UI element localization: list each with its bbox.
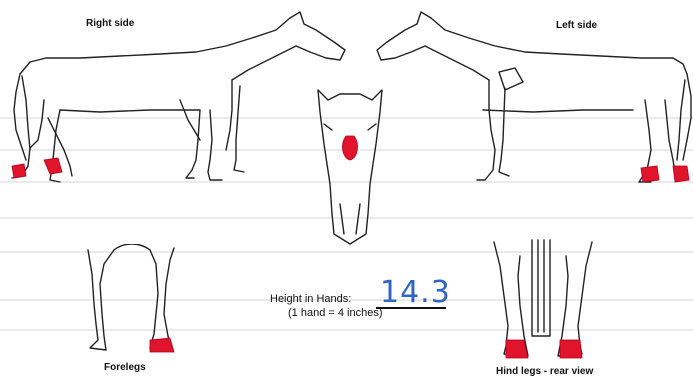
forelegs-drawing <box>78 244 188 364</box>
right-hind-marking <box>12 164 26 178</box>
right-side-horse-drawing <box>0 0 350 200</box>
left-hind-marking-1 <box>641 166 659 182</box>
hind-legs-rear-view-drawing <box>488 236 618 366</box>
right-hind-rear-marking <box>560 340 582 358</box>
left-hind-rear-marking <box>506 340 528 358</box>
height-note: (1 hand = 4 inches) <box>288 307 382 319</box>
hind-legs-caption: Hind legs - rear view <box>496 366 593 377</box>
left-hind-marking-2 <box>673 166 689 182</box>
head-front-view-drawing <box>310 84 390 254</box>
height-label: Height in Hands: <box>270 293 351 305</box>
height-value: 14.3 <box>380 275 451 310</box>
forelegs-caption: Forelegs <box>104 362 146 373</box>
height-underline <box>376 307 446 309</box>
right-fore-marking <box>44 158 62 174</box>
forehead-star-marking <box>343 136 358 160</box>
right-foreleg-marking <box>150 338 174 352</box>
left-side-horse-drawing <box>373 0 693 200</box>
